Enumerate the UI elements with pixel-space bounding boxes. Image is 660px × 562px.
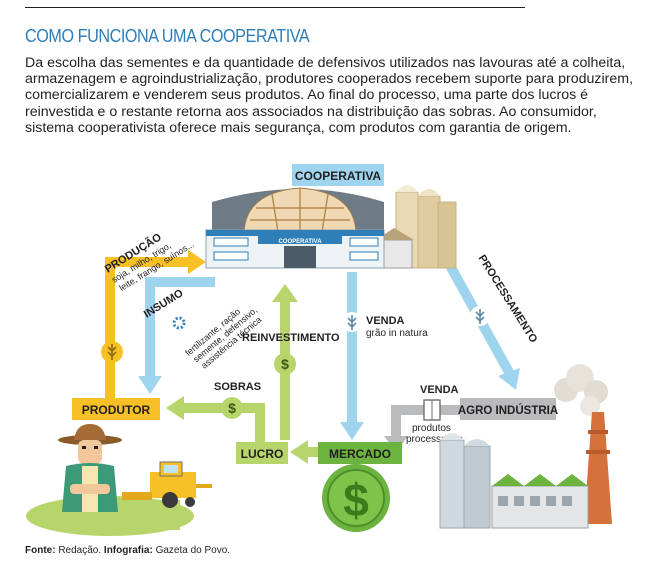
infografia-value: Gazeta do Povo. (152, 545, 231, 556)
money-coin: $ (322, 464, 390, 532)
venda-grao-title: VENDA (366, 315, 405, 327)
dollar-icon-sobras (221, 397, 243, 419)
agro-box: AGRO INDÚSTRIA (458, 398, 558, 420)
venda-grao-arrow (340, 272, 364, 440)
factory-illustration (439, 364, 612, 529)
producao-arrow (101, 250, 206, 402)
produtor-label: PRODUTOR (82, 403, 151, 417)
reinvestimento-label: REINVESTIMENTO (242, 332, 340, 344)
processamento-arrow (443, 259, 520, 390)
gear-icon (169, 313, 189, 333)
fonte-label: Fonte: (25, 545, 56, 556)
dollar-icon-reinvest (274, 353, 296, 375)
mercado-lucro-arrow (290, 440, 318, 464)
svg-text:$: $ (228, 400, 236, 416)
top-rule (25, 7, 525, 8)
intro-paragraph: Da escolha das sementes e da quantidade … (25, 55, 634, 136)
building-sign: COOPERATIVA (278, 239, 322, 245)
sobras-arrow: $ (166, 396, 265, 452)
lucro-label: LUCRO (241, 447, 284, 461)
lucro-box: LUCRO (236, 442, 288, 464)
produtor-box: PRODUTOR (72, 398, 160, 420)
insumo-arrow (138, 277, 215, 394)
venda-processados-line2: processados (406, 434, 463, 445)
farmer-illustration (26, 424, 194, 536)
mercado-box: MERCADO (318, 442, 402, 464)
infografia-label: Infografia: (101, 545, 153, 556)
cooperativa-building: COOPERATIVA COOPERATIVA (205, 164, 457, 269)
fonte-value: Redação. (55, 545, 102, 556)
venda-processados-line1: produtos (412, 423, 451, 434)
agro-label: AGRO INDÚSTRIA (458, 404, 558, 417)
venda-processados-title: VENDA (420, 384, 459, 396)
harvester-illustration (122, 461, 212, 508)
dollar-sign-icon: $ (343, 474, 369, 526)
reinvestimento-arrow: $ (272, 284, 298, 440)
mercado-label: MERCADO (329, 447, 391, 461)
page-title: COMO FUNCIONA UMA COOPERATIVA (25, 26, 310, 46)
cooperativa-label: COOPERATIVA (295, 169, 382, 183)
sobras-label: SOBRAS (214, 381, 261, 393)
svg-text:$: $ (281, 356, 289, 372)
venda-grao-sub: grão in natura (366, 328, 428, 339)
source-credit: Fonte: Redação. Infografia: Gazeta do Po… (25, 545, 230, 556)
